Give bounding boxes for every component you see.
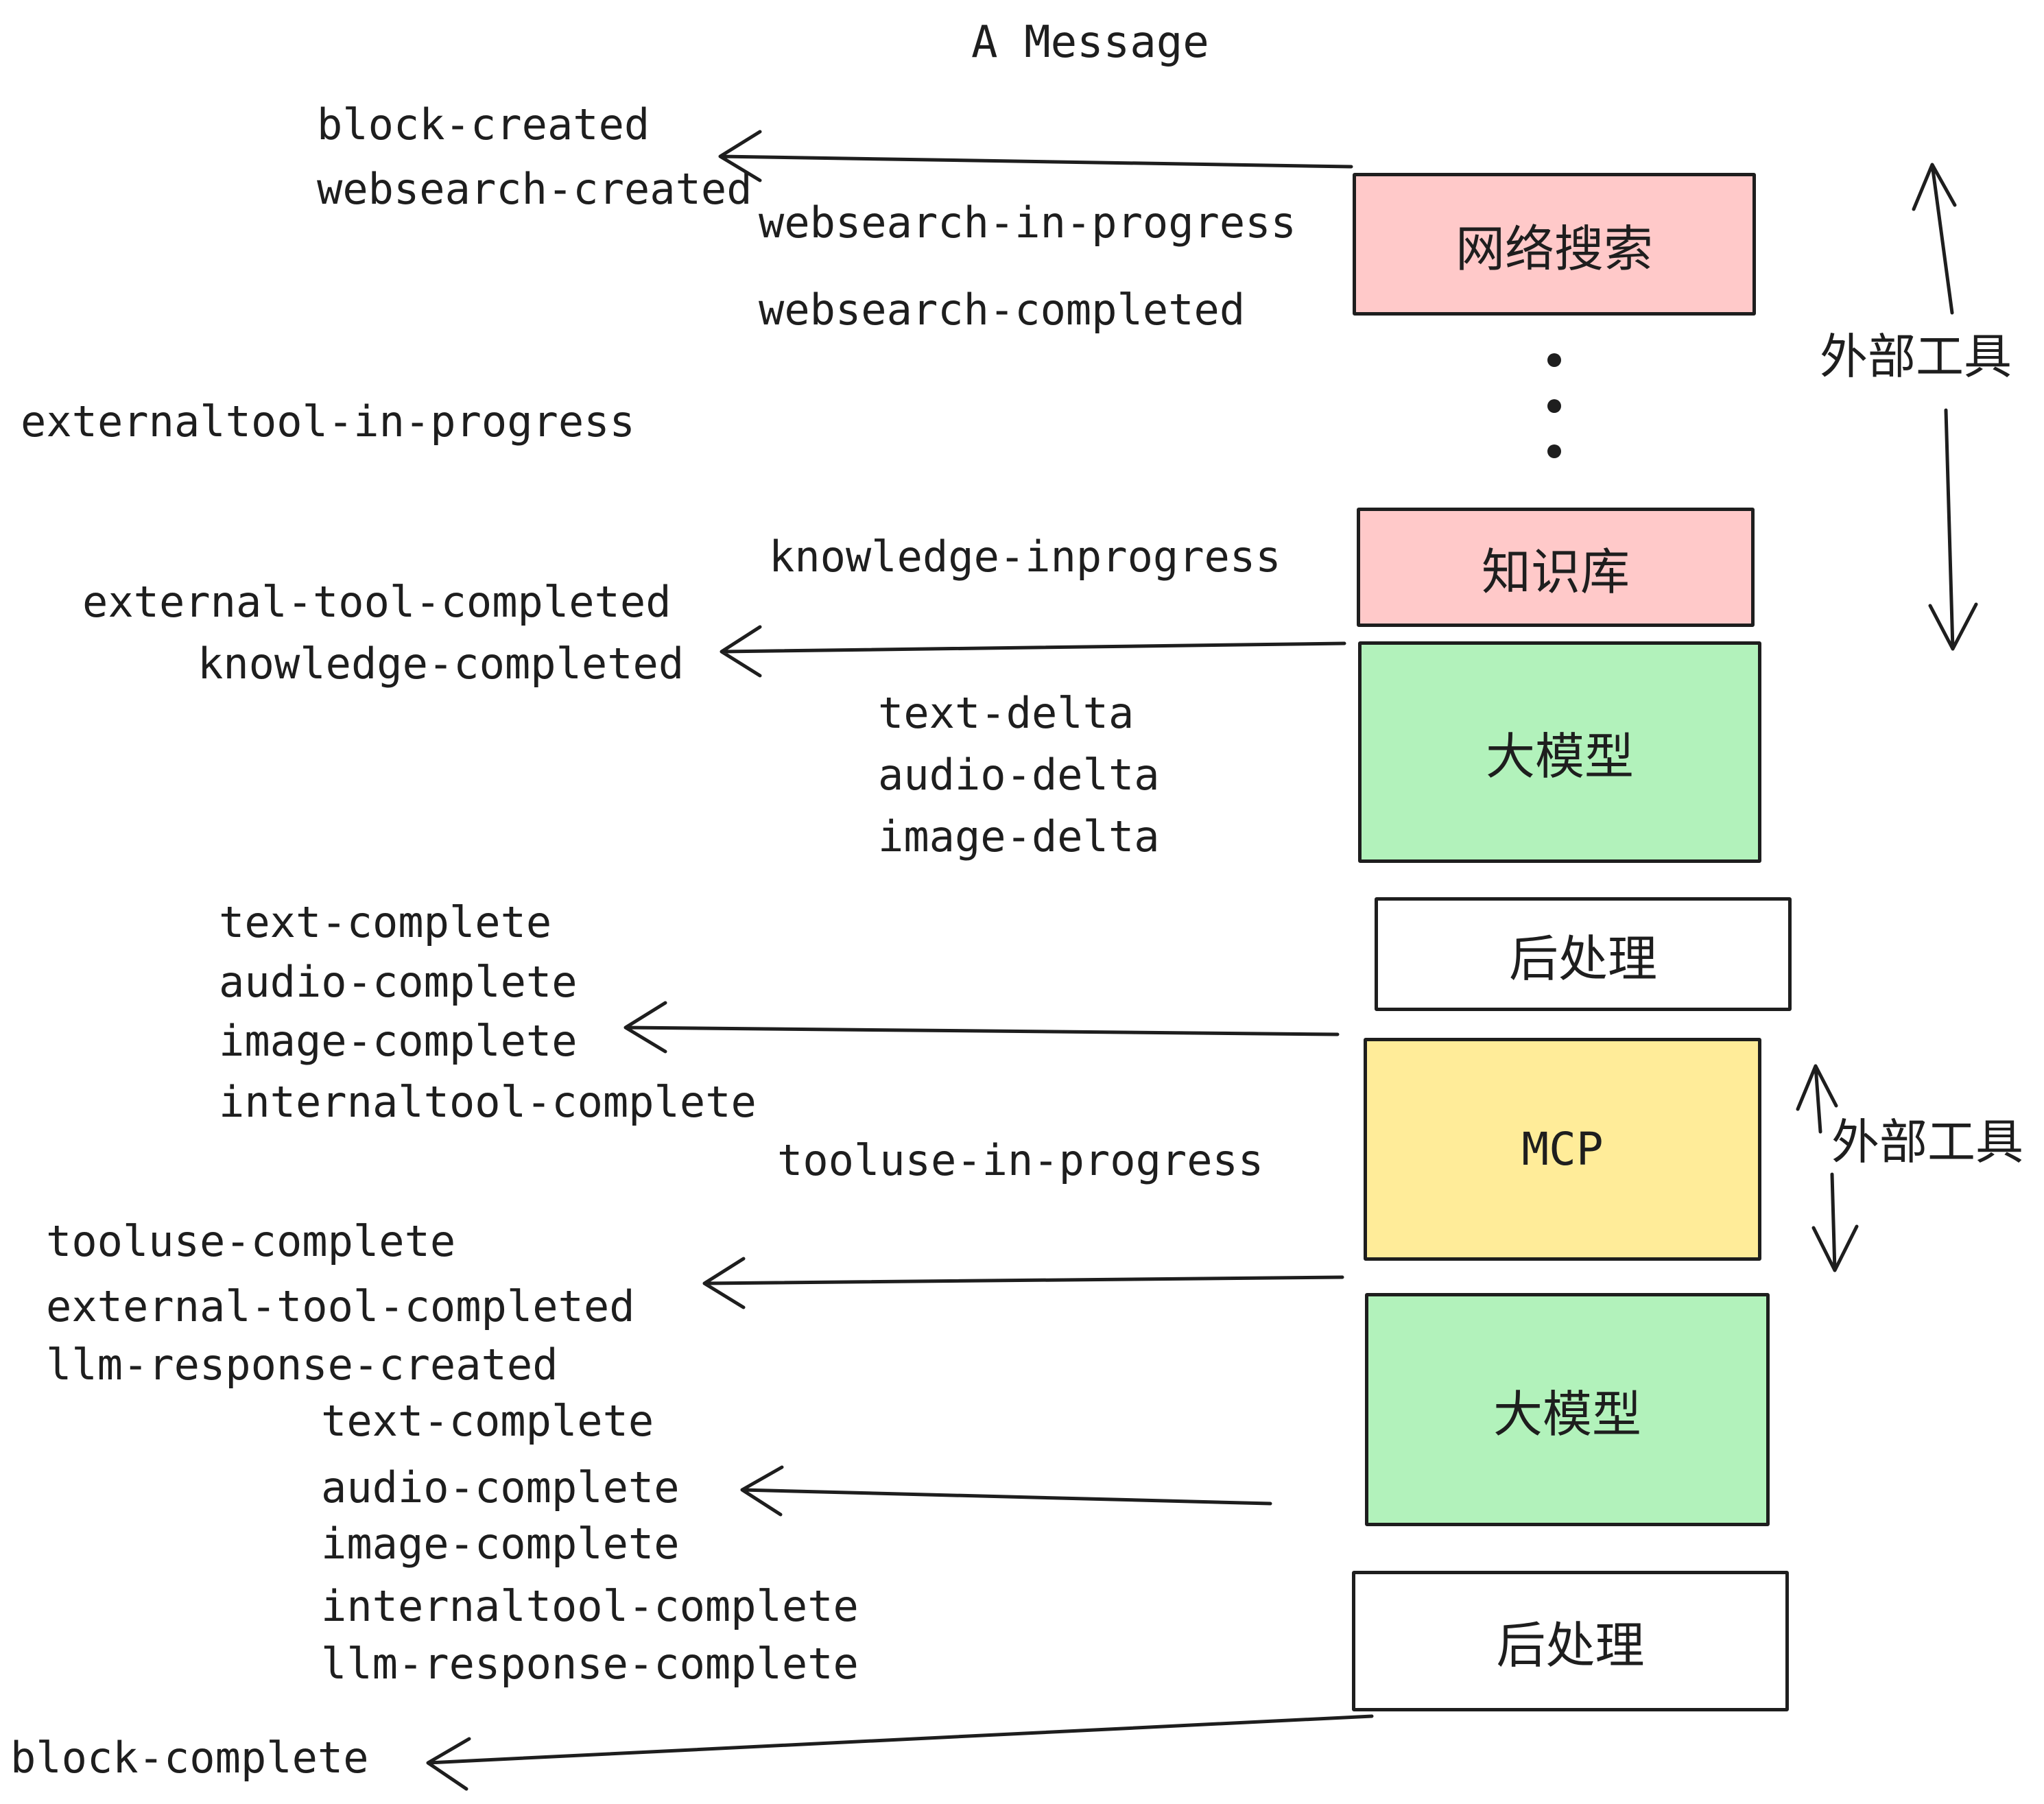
event-label-websearch-completed: websearch-completed <box>759 285 1246 335</box>
double-arrow-external-tools-mcp <box>1796 1064 1859 1272</box>
box-websearch-label: 网络搜索 <box>1455 222 1653 277</box>
double-arrow-external-tools-top <box>1912 163 1978 651</box>
box-llm-2-label: 大模型 <box>1493 1387 1641 1443</box>
event-label-block-created: block-created <box>317 99 650 150</box>
box-websearch: 网络搜索 <box>1353 173 1756 316</box>
ellipsis-dots <box>1547 353 1561 458</box>
event-label-block-complete: block-complete <box>10 1733 369 1783</box>
event-label-audio-delta-1: audio-delta <box>878 750 1160 800</box>
event-label-image-complete-1: image-complete <box>219 1016 578 1066</box>
arrow-block-complete <box>426 1714 1374 1791</box>
external-tools-mcp-label: 外部工具 <box>1831 1115 2023 1169</box>
box-llm-1-label: 大模型 <box>1485 730 1634 785</box>
diagram-title: A Message <box>971 17 1209 68</box>
event-label-tooluse-complete: tooluse-complete <box>46 1216 456 1266</box>
event-label-external-tool-completed-1: external-tool-completed <box>82 577 672 627</box>
event-label-websearch-created: websearch-created <box>317 164 752 214</box>
arrow-llm-complete <box>740 1465 1272 1517</box>
event-label-internaltool-complete-1: internaltool-complete <box>219 1077 757 1127</box>
event-label-internaltool-complete-2: internaltool-complete <box>321 1581 859 1631</box>
event-label-text-complete-1: text-complete <box>219 897 552 947</box>
event-label-knowledge-completed: knowledge-completed <box>198 639 685 689</box>
event-label-audio-complete-2: audio-complete <box>321 1462 680 1512</box>
event-label-websearch-in-progress: websearch-in-progress <box>759 198 1296 248</box>
external-tools-top-label: 外部工具 <box>1820 330 2012 383</box>
event-label-knowledge-inprogress: knowledge-inprogress <box>769 532 1281 582</box>
event-label-llm-response-complete: llm-response-complete <box>321 1639 859 1689</box>
event-label-externaltool-in-progress: externaltool-in-progress <box>21 396 635 447</box>
box-knowledge: 知识库 <box>1357 508 1755 627</box>
event-label-image-delta-1: image-delta <box>878 811 1160 862</box>
event-label-external-tool-completed-2: external-tool-completed <box>46 1281 635 1331</box>
box-postprocess-1-label: 后处理 <box>1508 931 1657 987</box>
box-postprocess-2-label: 后处理 <box>1496 1619 1645 1674</box>
box-postprocess-2: 后处理 <box>1352 1571 1789 1711</box>
event-label-tooluse-in-progress: tooluse-in-progress <box>777 1135 1264 1185</box>
event-label-llm-response-created: llm-response-created <box>46 1340 558 1390</box>
arrow-internal-complete <box>623 1001 1340 1054</box>
event-label-text-complete-2: text-complete <box>321 1396 654 1446</box>
box-mcp-label: MCP <box>1521 1123 1604 1176</box>
box-knowledge-label: 知识库 <box>1481 545 1630 600</box>
event-label-audio-complete-1: audio-complete <box>219 957 578 1007</box>
arrow-tooluse-complete <box>702 1257 1344 1309</box>
arrow-knowledge-completed <box>720 625 1346 678</box>
event-label-image-complete-2: image-complete <box>321 1519 680 1569</box>
arrow-websearch-created <box>718 130 1353 182</box>
box-llm-2: 大模型 <box>1365 1293 1770 1526</box>
box-postprocess-1: 后处理 <box>1375 897 1792 1011</box>
box-llm-1: 大模型 <box>1358 641 1761 863</box>
box-mcp: MCP <box>1364 1038 1761 1261</box>
event-label-text-delta-1: text-delta <box>878 688 1134 738</box>
